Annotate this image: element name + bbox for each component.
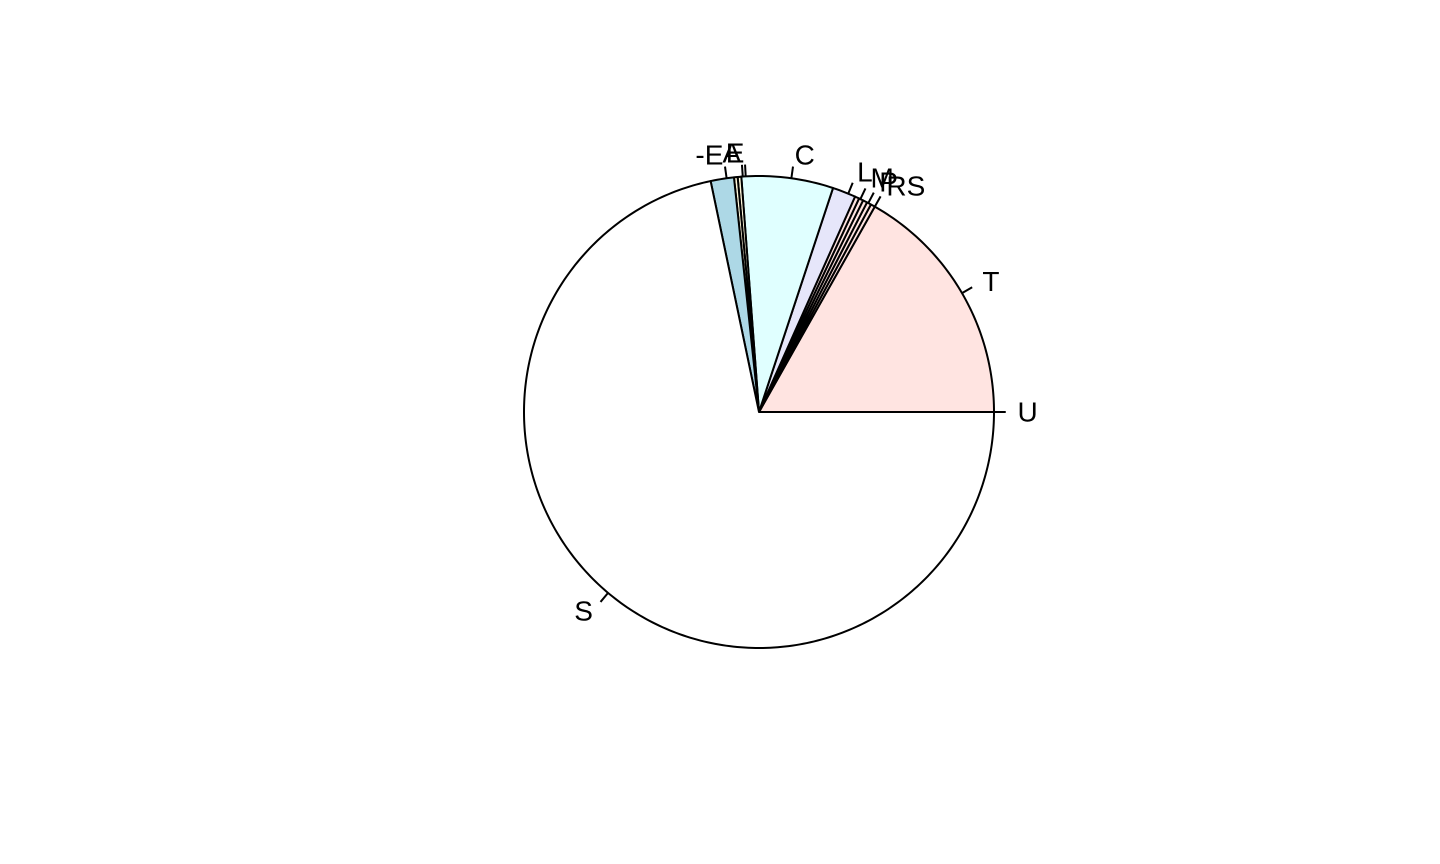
tick-s <box>599 592 609 603</box>
pie-slices <box>523 175 995 649</box>
tick-e <box>744 164 747 177</box>
label-rs: RS <box>886 171 925 202</box>
tick-a <box>740 164 744 177</box>
pie-slice-s-11 <box>523 180 995 649</box>
label-t: T <box>982 266 999 297</box>
label-u: U <box>1018 397 1038 428</box>
label-e: E <box>726 137 745 168</box>
tick-t <box>961 286 973 295</box>
label-l: L <box>857 156 873 187</box>
label-s: S <box>574 595 593 626</box>
pie-slice-l-6 <box>758 187 857 413</box>
tick-rs <box>873 195 882 208</box>
tick-l <box>847 182 854 195</box>
pie-slice-c-7 <box>740 175 835 413</box>
label-c: C <box>795 139 815 170</box>
tick-c <box>790 166 794 179</box>
label-nege: -E <box>695 139 723 170</box>
tick-m <box>859 188 867 200</box>
label-m: M <box>871 162 894 193</box>
label-ticks <box>599 164 1006 603</box>
label-p: P <box>879 167 898 198</box>
tick-nege <box>724 166 728 179</box>
tick-p <box>867 192 875 204</box>
label-a: A <box>722 138 741 169</box>
